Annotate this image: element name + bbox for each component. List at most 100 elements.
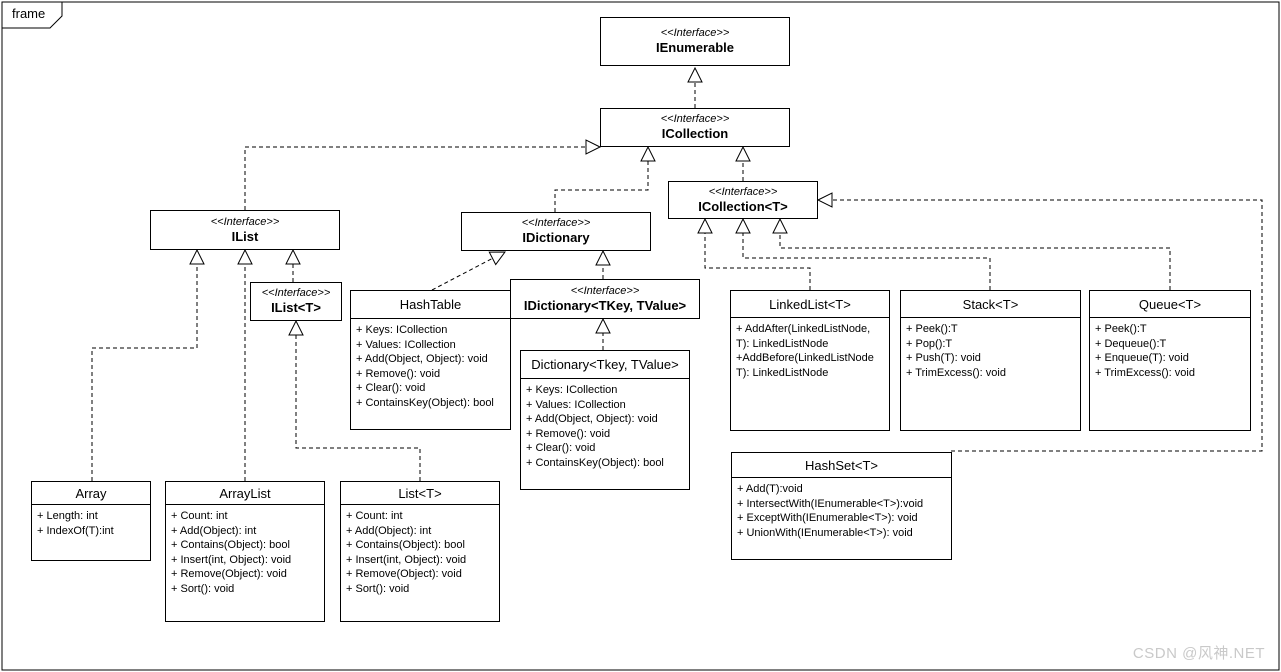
member-line: + Dequeue():T: [1095, 337, 1167, 350]
edge-idictionarytkv-idictionary: [595, 249, 611, 279]
interface-name: ICollection: [661, 126, 729, 141]
member-line: + Remove(): void: [356, 367, 441, 380]
class-array: Array + Length: int + IndexOf(T):int: [31, 481, 151, 561]
class-name: HashTable: [351, 291, 510, 319]
member-line: + Values: ICollection: [526, 398, 626, 411]
interface-name: IEnumerable: [655, 40, 735, 55]
edge-queue-icollectiont: [772, 217, 1171, 290]
member-line: + Peek():T: [1095, 323, 1147, 335]
member-line: + UnionWith(IEnumerable<T>): void: [737, 526, 913, 539]
interface-ienumerable: <<Interface>> IEnumerable: [600, 17, 790, 66]
class-name: List<T>: [341, 482, 499, 505]
edge-linkedlist-icollectiont: [697, 217, 811, 290]
class-members: + Count: int + Add(Object): int + Contains…: [166, 505, 324, 596]
member-line: + ExceptWith(IEnumerable<T>): void: [737, 512, 918, 524]
stereotype-label: <<Interface>>: [708, 185, 778, 198]
edge-ilist-icollection: [244, 139, 602, 210]
class-hashset: HashSet<T> + Add(T):void + IntersectWith(…: [731, 452, 952, 560]
interface-icollection: <<Interface>> ICollection: [600, 108, 790, 147]
class-name: Array: [32, 482, 150, 505]
member-line: + Contains(Object): bool: [171, 539, 290, 551]
class-list-t: List<T> + Count: int+ Add(Object): int+ …: [340, 481, 500, 622]
class-members: + Peek():T + Dequeue():T + Enqueue(T): voi…: [1090, 318, 1250, 380]
class-dictionary: Dictionary<Tkey, TValue> + Keys: ICollec…: [520, 350, 690, 490]
member-line: + Peek():T: [906, 323, 958, 335]
member-line: + Enqueue(T): void: [1095, 352, 1189, 364]
stereotype-label: <<Interface>>: [521, 217, 591, 229]
class-members: + Keys: ICollection + Values: ICollection…: [521, 379, 689, 470]
class-members: + Keys: ICollection+ Values: ICollection…: [351, 319, 510, 410]
member-line: + Keys: ICollection: [526, 384, 618, 396]
edge-array-ilist: [91, 248, 205, 481]
member-line: + IndexOf(T):int: [37, 524, 114, 537]
member-line: + IntersectWith(IEnumerable<T>):void: [737, 497, 924, 510]
class-hashtable: HashTable + Keys: ICollection+ Values: I…: [350, 290, 511, 430]
interface-name: IDictionary: [522, 230, 590, 245]
edge-dictionary-idictionarytkv: [595, 317, 611, 350]
class-name: Dictionary<Tkey, TValue>: [521, 351, 689, 379]
member-line: + AddAfter(LinkedListNode, T): LinkedLis…: [736, 323, 871, 350]
edge-icollection-ienumerable: [687, 66, 703, 108]
member-line: + Clear(): void: [356, 382, 426, 394]
member-line: + Values: ICollection: [356, 338, 456, 351]
interface-ilist-t: <<Interface>> IList<T>: [250, 282, 342, 321]
stereotype-label: <<Interface>>: [210, 215, 280, 228]
member-line: + Count: int: [346, 510, 403, 522]
member-line: + TrimExcess(): void: [1095, 366, 1195, 379]
member-line: + Insert(int, Object): void: [346, 553, 467, 566]
member-line: + Length: int: [37, 510, 98, 522]
class-arraylist: ArrayList + Count: int + Add(Object): int…: [165, 481, 325, 622]
interface-idictionary-tkey-tvalue: <<Interface>> IDictionary<TKey, TValue>: [510, 279, 700, 319]
member-line: + Count: int: [171, 510, 228, 522]
edge-idictionary-icollection: [554, 145, 656, 212]
interface-name: IList<T>: [271, 300, 321, 315]
member-line: + Add(T):void: [737, 483, 803, 495]
edge-ilistt-ilist: [285, 248, 301, 282]
interface-icollection-t: <<Interface>> ICollection<T>: [668, 181, 818, 219]
member-line: + Add(Object, Object): void: [356, 353, 488, 365]
class-name: Queue<T>: [1090, 291, 1250, 318]
member-line: + Add(Object, Object): void: [526, 413, 658, 425]
member-line: +AddBefore(LinkedListNode T): LinkedList…: [736, 352, 874, 379]
member-line: + ContainsKey(Object): bool: [526, 456, 664, 469]
class-name: ArrayList: [166, 482, 324, 505]
member-line: + Push(T): void: [906, 352, 981, 364]
class-queue: Queue<T> + Peek():T + Dequeue():T + Enqueu…: [1089, 290, 1251, 431]
member-line: + Insert(int, Object): void: [171, 553, 292, 566]
member-line: + Sort(): void: [171, 582, 235, 595]
class-name: HashSet<T>: [732, 453, 951, 478]
class-members: + Length: int + IndexOf(T):int: [32, 505, 150, 538]
class-members: + Count: int+ Add(Object): int+ Contains…: [341, 505, 499, 596]
interface-name: IList: [231, 228, 259, 244]
class-members: + Peek():T + Pop():T + Push(T): void + Trim…: [901, 318, 1080, 380]
interface-name: IDictionary<TKey, TValue>: [523, 297, 687, 313]
member-line: + ContainsKey(Object): bool: [356, 396, 494, 409]
frame-label: frame: [12, 6, 46, 21]
member-line: + Remove(): void: [526, 427, 611, 440]
interface-idictionary: <<Interface>> IDictionary: [461, 212, 651, 251]
member-line: + Clear(): void: [526, 442, 596, 454]
class-name: Stack<T>: [901, 291, 1080, 318]
interface-ilist: <<Interface>> IList: [150, 210, 340, 250]
edge-icollectiont-icollection: [735, 145, 751, 181]
class-linkedlist: LinkedList<T> + AddAfter(LinkedListNode,…: [730, 290, 890, 431]
csdn-watermark: CSDN @风神.NET: [1132, 645, 1265, 662]
member-line: + Sort(): void: [346, 582, 410, 595]
stereotype-label: <<Interface>>: [261, 287, 331, 299]
class-stack: Stack<T> + Peek():T + Pop():T + Push(T): v…: [900, 290, 1081, 431]
stereotype-label: <<Interface>>: [660, 113, 730, 125]
class-members: + AddAfter(LinkedListNode, T): LinkedLis…: [731, 318, 889, 380]
member-line: + Contains(Object): bool: [346, 539, 465, 551]
member-line: + Remove(Object): void: [346, 568, 462, 580]
class-members: + Add(T):void + IntersectWith(IEnumerable…: [732, 478, 951, 540]
stereotype-label: <<Interface>>: [570, 284, 640, 297]
class-name: LinkedList<T>: [731, 291, 889, 318]
member-line: + TrimExcess(): void: [906, 366, 1006, 379]
member-line: + Pop():T: [906, 337, 953, 350]
member-line: + Add(Object): int: [171, 524, 257, 537]
interface-name: ICollection<T>: [698, 198, 788, 214]
edge-hashtable-idictionary: [431, 251, 506, 291]
member-line: + Remove(Object): void: [171, 568, 287, 580]
stereotype-label: <<Interface>>: [660, 27, 730, 39]
